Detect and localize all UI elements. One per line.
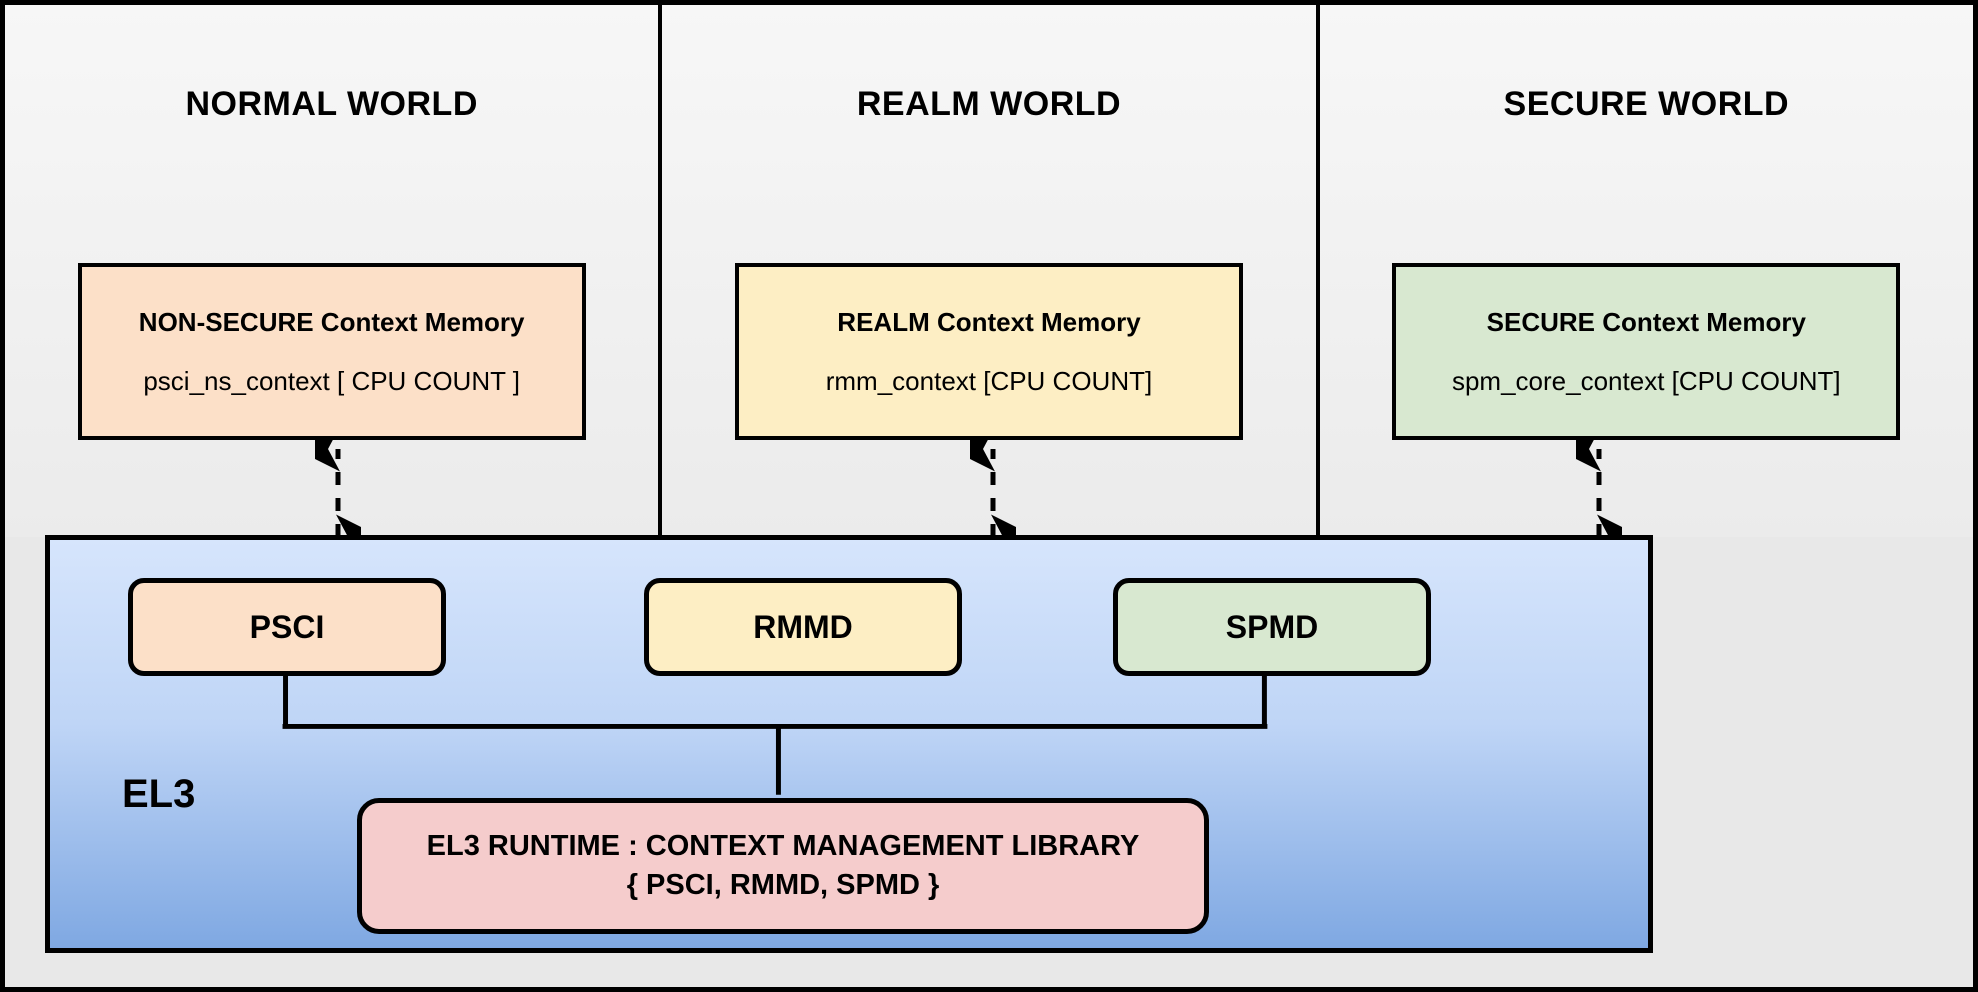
world-title-realm: REALM WORLD bbox=[856, 85, 1122, 123]
context-memory-box-secure: SECURE Context Memory spm_core_context [… bbox=[1392, 263, 1901, 440]
el3-runtime-library-box: EL3 RUNTIME : CONTEXT MANAGEMENT LIBRARY… bbox=[357, 798, 1209, 934]
el3-runtime-line-2: { PSCI, RMMD, SPMD } bbox=[626, 869, 940, 901]
dashed-arrow-nonsecure-psci bbox=[315, 437, 361, 549]
world-panel-realm: REALM WORLD REALM Context Memory rmm_con… bbox=[662, 5, 1320, 537]
service-label-psci: PSCI bbox=[249, 608, 325, 645]
world-panel-secure: SECURE WORLD SECURE Context Memory spm_c… bbox=[1319, 5, 1973, 537]
el3-label: EL3 bbox=[122, 772, 196, 816]
dashed-arrow-realm-rmmd bbox=[970, 437, 1016, 549]
world-title-secure: SECURE WORLD bbox=[1503, 85, 1790, 123]
context-memory-title-secure: SECURE Context Memory bbox=[1486, 306, 1806, 337]
service-box-spmd[interactable]: SPMD bbox=[1113, 578, 1431, 676]
service-label-rmmd: RMMD bbox=[753, 608, 853, 645]
context-memory-box-nonsecure: NON-SECURE Context Memory psci_ns_contex… bbox=[77, 263, 586, 440]
context-memory-subtitle-realm: rmm_context [CPU COUNT] bbox=[825, 365, 1153, 396]
el3-region: EL3 PSCI RMMD SPMD EL3 RUNTIME : CONTEXT… bbox=[45, 535, 1653, 953]
context-memory-subtitle-secure: spm_core_context [CPU COUNT] bbox=[1451, 365, 1841, 396]
dashed-arrow-secure-spmd bbox=[1576, 437, 1622, 549]
el3-runtime-line-1: EL3 RUNTIME : CONTEXT MANAGEMENT LIBRARY bbox=[426, 829, 1140, 862]
service-box-psci[interactable]: PSCI bbox=[128, 578, 446, 676]
context-memory-title-realm: REALM Context Memory bbox=[837, 306, 1141, 337]
service-box-rmmd[interactable]: RMMD bbox=[644, 578, 962, 676]
world-title-normal: NORMAL WORLD bbox=[185, 85, 478, 123]
context-memory-title-nonsecure: NON-SECURE Context Memory bbox=[138, 306, 525, 337]
service-label-spmd: SPMD bbox=[1225, 608, 1319, 645]
worlds-row: NORMAL WORLD NON-SECURE Context Memory p… bbox=[5, 5, 1973, 537]
context-memory-subtitle-nonsecure: psci_ns_context [ CPU COUNT ] bbox=[143, 365, 520, 396]
context-memory-box-realm: REALM Context Memory rmm_context [CPU CO… bbox=[734, 263, 1243, 440]
